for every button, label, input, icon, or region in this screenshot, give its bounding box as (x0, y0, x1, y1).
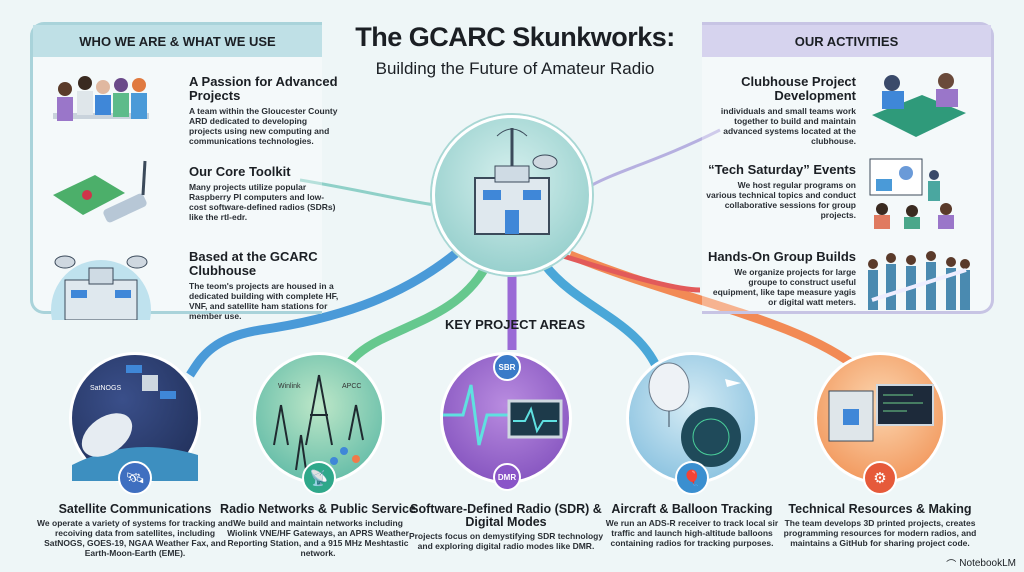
waveform-monitor-icon (443, 384, 563, 446)
item-title: “Tech Saturday” Events (708, 162, 856, 177)
circuit-building-icon (872, 73, 966, 137)
balloon-icon: 🎈 (675, 461, 709, 495)
notebooklm-brand: ⌒NotebookLM (946, 556, 1016, 571)
area-title: Satellite Communications (58, 502, 212, 516)
area-text: We run an ADS-R receiver to track local … (605, 518, 779, 548)
area-title: Radio Networks & Public Service (220, 502, 416, 516)
area-title: Software-Defined Radio (SDR) & Digital M… (410, 502, 602, 529)
list-item: “Tech Saturday” Events We host regular pr… (702, 153, 982, 238)
panel-heading: OUR ACTIVITIES (702, 25, 991, 57)
item-text: individuals and small teams work togethe… (720, 106, 856, 146)
list-item: Hands-On Group Builds We organize project… (702, 240, 982, 325)
radio-tower-network-icon (273, 374, 364, 471)
area-title: Aircraft & Balloon Tracking (611, 502, 773, 516)
clubhouse-icon (51, 255, 151, 320)
dmr-chip: DMR (493, 463, 521, 491)
item-text: We host regular programs on various tech… (706, 180, 856, 220)
who-we-are-panel: WHO WE ARE & WHAT WE USE A Passion for A… (30, 22, 338, 321)
area-text: We build and maintain networks including… (227, 518, 409, 558)
team-illustration-icon (53, 76, 149, 121)
aprs-tag: APCC (342, 383, 362, 390)
title-block: The GCARC Skunkworks: Building the Futur… (330, 22, 700, 79)
satellite-icon: 🛰 (118, 461, 152, 495)
list-item: Clubhouse Project Development individuals… (702, 65, 982, 150)
main-title: The GCARC Skunkworks: (355, 22, 675, 52)
sdr-digital-modes-circle: SBR DMR (440, 352, 572, 491)
balloon-radar-icon (648, 362, 741, 467)
tools-icon: ⚙ (863, 461, 897, 495)
clubhouse-building-icon (474, 128, 558, 235)
item-text: A team within the Gloucester County ARD … (189, 106, 338, 146)
item-text: The teom's projects are housed in a dedi… (189, 281, 339, 321)
area-text: The team develops 3D printed projects, c… (783, 518, 977, 548)
brand-label: NotebookLM (959, 558, 1016, 569)
item-title: Our Core Toolkit (189, 164, 291, 179)
notebooklm-logo-icon: ⌒ (946, 560, 957, 571)
clubhouse-hub (432, 115, 592, 275)
item-title: Based at the GCARC Clubhouse (189, 249, 318, 278)
area-label: Aircraft & Balloon Tracking We run an ADS… (594, 502, 790, 549)
list-item: A Passion for Advanced Projects A team wi… (33, 65, 338, 150)
subtitle: Building the Future of Amateur Radio (375, 59, 655, 78)
tower-icon: 📡 (302, 461, 336, 495)
item-title: Clubhouse Project Development (741, 74, 856, 103)
area-text: We operate a variety of systems for trac… (37, 518, 233, 558)
area-label: Satellite Communications We operate a var… (37, 502, 233, 559)
item-text: We organize projects for large groupe to… (712, 267, 856, 307)
area-label: Software-Defined Radio (SDR) & Digital M… (408, 502, 604, 552)
radio-networks-circle: Winlink APCC 📡 (253, 352, 385, 495)
3d-printer-code-icon (828, 384, 934, 442)
area-label: Radio Networks & Public Service We build … (220, 502, 416, 559)
technical-resources-circle: ⚙ (814, 352, 946, 495)
area-title: Technical Resources & Making (788, 502, 972, 516)
item-title: Hands-On Group Builds (707, 249, 856, 264)
item-title: A Passion for Advanced Projects (189, 74, 338, 103)
activities-panel: OUR ACTIVITIES Clubhouse Project Develop… (702, 22, 994, 314)
winlink-tag: Winlink (278, 383, 301, 390)
area-text: Projects focus on demystifying SDR techn… (408, 531, 604, 551)
presentation-icon (869, 158, 954, 229)
satnogs-tag: SatNOGS (90, 385, 122, 392)
aircraft-balloon-circle: 🎈 (626, 352, 758, 495)
key-project-areas-heading: KEY PROJECT AREAS (445, 317, 586, 332)
item-text: Many projects utilize popular Raspberry … (189, 182, 336, 222)
group-build-icon (868, 251, 970, 310)
panel-heading: WHO WE ARE & WHAT WE USE (33, 25, 322, 57)
satellite-communications-circle: SatNOGS 🛰 (69, 352, 201, 495)
sbr-chip: SBR (493, 353, 521, 381)
raspberry-pi-sdr-icon (53, 160, 147, 223)
